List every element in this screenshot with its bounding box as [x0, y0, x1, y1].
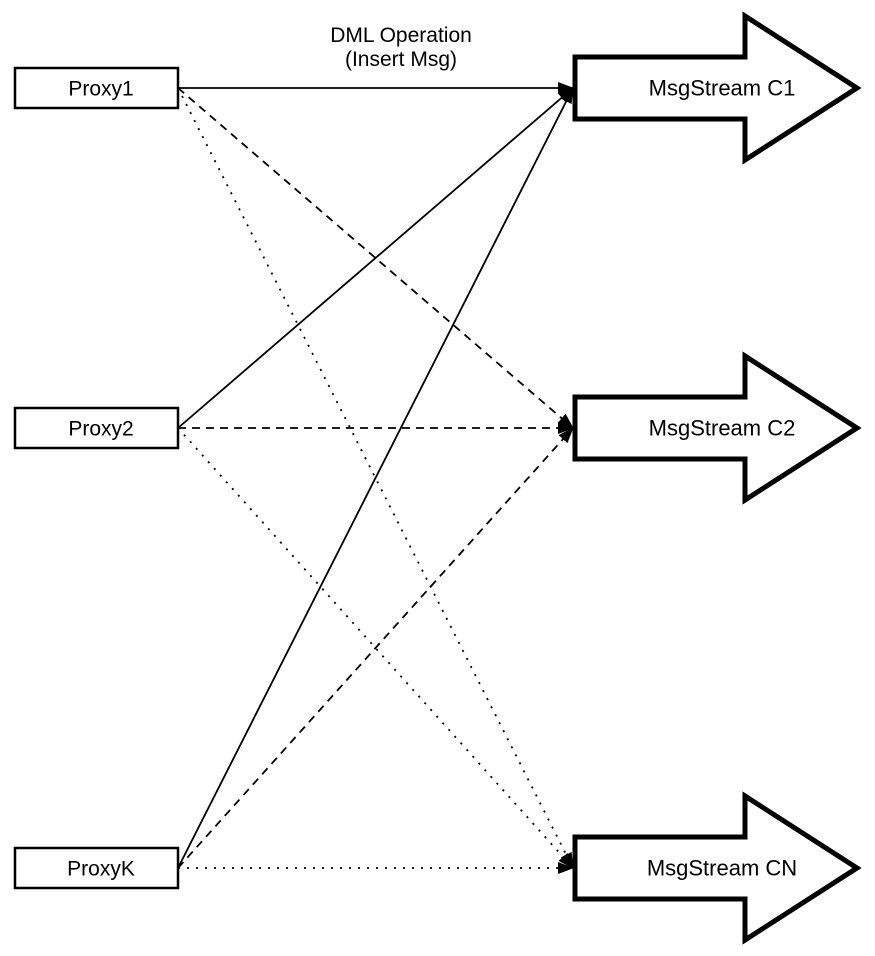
- msgstream-cn-label: MsgStream CN: [647, 856, 797, 881]
- proxy2-box: [13, 406, 180, 450]
- msgstream-c2-node: MsgStream C2: [572, 351, 862, 505]
- msgstream-cn-arrow-icon: [572, 791, 862, 945]
- title-line-1: DML Operation: [330, 24, 472, 47]
- proxy1-box: [13, 66, 180, 110]
- edge-pk-c1: [177, 87, 574, 869]
- edge-layer: [177, 82, 574, 874]
- msgstream-c1-node: MsgStream C1: [572, 11, 862, 165]
- proxyk-box: [13, 846, 180, 890]
- diagram-title: DML Operation (Insert Msg): [330, 24, 472, 71]
- proxy1-node: Proxy1: [13, 66, 180, 110]
- edge-p1-cn: [177, 87, 574, 869]
- proxy1-label: Proxy1: [68, 77, 133, 100]
- msgstream-c1-label: MsgStream C1: [649, 76, 796, 101]
- edge-p2-c1: [177, 87, 574, 429]
- proxy2-label: Proxy2: [68, 417, 133, 440]
- title-line-2: (Insert Msg): [345, 48, 457, 71]
- msgstream-cn-node: MsgStream CN: [572, 791, 862, 945]
- proxyk-node: ProxyK: [13, 846, 180, 890]
- proxyk-label: ProxyK: [67, 857, 135, 880]
- msgstream-c2-arrow-icon: [572, 351, 862, 505]
- msgstream-c2-label: MsgStream C2: [649, 416, 796, 441]
- edge-p1-c2: [177, 87, 574, 429]
- proxy2-node: Proxy2: [13, 406, 180, 450]
- edge-pk-c2: [177, 427, 574, 869]
- msgstream-c1-arrow-icon: [572, 11, 862, 165]
